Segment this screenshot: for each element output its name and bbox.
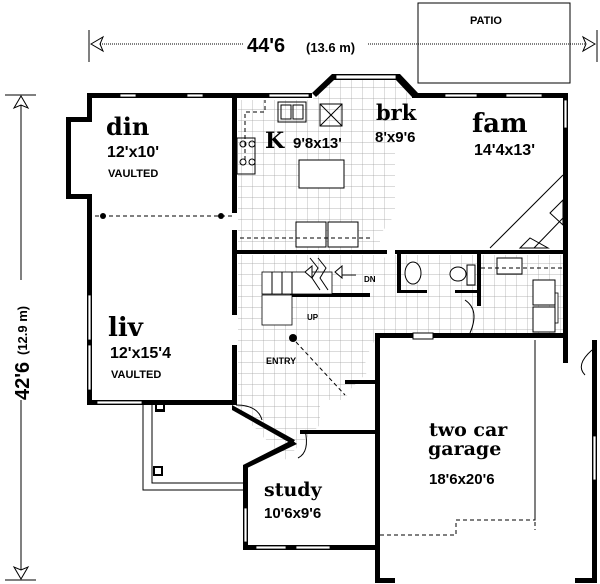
depth-dimension-metric: (12.9 m) (15, 306, 30, 355)
kitchen-name: K (265, 128, 285, 154)
kitchen-size: 9'8x13' (293, 135, 342, 152)
width-dimension-feet: 44'6 (247, 35, 285, 57)
liv-name: liv (108, 313, 144, 343)
brk-size: 8'x9'6 (375, 129, 416, 146)
garage-size: 18'6x20'6 (429, 471, 495, 488)
fam-fireplace (489, 174, 564, 249)
garage-step (380, 340, 536, 536)
brk-name: brk (376, 100, 417, 125)
study-size: 10'6x9'6 (264, 505, 321, 522)
garage-name-line2: garage (428, 438, 501, 460)
study-name: study (264, 479, 323, 501)
patio-label: PATIO (470, 15, 502, 27)
din-name: din (106, 112, 149, 141)
bath-fixtures (404, 257, 563, 333)
stairs (261, 257, 356, 396)
stairs-up-label: UP (307, 313, 319, 322)
windows (87, 74, 597, 550)
din-note: VAULTED (108, 168, 158, 180)
depth-dimension-feet: 42'6 (12, 362, 34, 400)
entry-label: ENTRY (266, 356, 296, 366)
depth-dimension (5, 94, 36, 581)
width-dimension-metric: (13.6 m) (306, 40, 355, 55)
width-dimension (88, 30, 598, 62)
din-liv-divider (95, 213, 232, 219)
liv-size: 12'x15'4 (110, 345, 171, 362)
stairs-down-label: DN (364, 275, 376, 284)
fam-name: fam (472, 109, 528, 139)
din-size: 12'x10' (107, 144, 159, 161)
fam-size: 14'4x13' (474, 142, 535, 159)
porch (142, 405, 246, 491)
garage-name-line1: two car (429, 419, 508, 441)
kitchen-fixtures (236, 100, 370, 248)
liv-note: VAULTED (111, 369, 161, 381)
patio (417, 2, 571, 84)
